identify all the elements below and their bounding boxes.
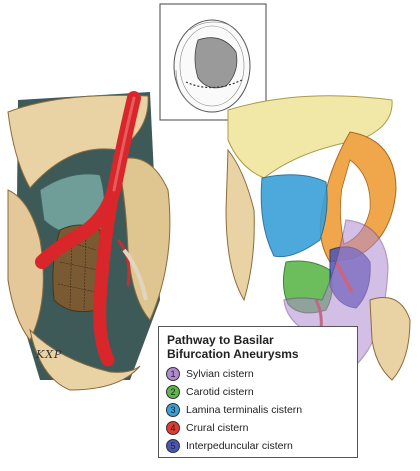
legend-number-badge: 1 bbox=[166, 367, 180, 381]
legend-item-lamina-terminalis: 3 Lamina terminalis cistern bbox=[166, 401, 302, 419]
legend-item-sylvian: 1 Sylvian cistern bbox=[166, 365, 254, 383]
legend-number-badge: 5 bbox=[166, 439, 180, 453]
legend-item-label: Crural cistern bbox=[186, 422, 249, 434]
legend-item-label: Interpeduncular cistern bbox=[186, 440, 293, 452]
legend-item-label: Sylvian cistern bbox=[186, 368, 254, 380]
legend-item-label: Carotid cistern bbox=[186, 386, 254, 398]
legend-title-line1: Pathway to Basilar bbox=[167, 333, 274, 347]
legend-number-badge: 2 bbox=[166, 385, 180, 399]
right-cistern-view bbox=[225, 95, 411, 381]
legend-title: Pathway to Basilar Bifurcation Aneurysms bbox=[167, 333, 357, 361]
legend-title-line2: Bifurcation Aneurysms bbox=[167, 347, 299, 361]
left-surgical-view bbox=[7, 91, 171, 391]
skull-inset bbox=[159, 3, 267, 121]
legend-box: Pathway to Basilar Bifurcation Aneurysms… bbox=[158, 326, 358, 458]
artist-signature: KXP bbox=[36, 348, 63, 361]
legend-item-carotid: 2 Carotid cistern bbox=[166, 383, 254, 401]
legend-item-interpeduncular: 5 Interpeduncular cistern bbox=[166, 437, 293, 455]
legend-number-badge: 4 bbox=[166, 421, 180, 435]
legend-item-crural: 4 Crural cistern bbox=[166, 419, 248, 437]
legend-item-label: Lamina terminalis cistern bbox=[186, 404, 303, 416]
legend-number-badge: 3 bbox=[166, 403, 180, 417]
